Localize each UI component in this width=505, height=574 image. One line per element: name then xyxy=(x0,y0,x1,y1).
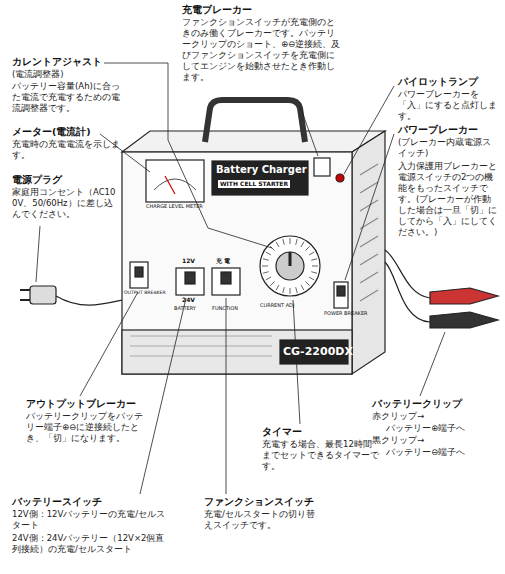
callout-heading: ファンクションスイッチ xyxy=(204,496,314,508)
power-breaker xyxy=(334,282,348,308)
callout-text: 黒クリップ→ xyxy=(372,435,424,446)
current-timer-dial xyxy=(260,236,320,296)
housing-side xyxy=(352,131,385,374)
battery-switch xyxy=(176,268,204,295)
power-cord xyxy=(56,296,122,305)
charge-breaker xyxy=(314,158,330,176)
callout-text: パワーブレーカーを「入」にすると点灯します。 xyxy=(398,89,500,122)
red-clip xyxy=(430,288,498,304)
output-breaker xyxy=(130,262,148,288)
panel-label: 24V xyxy=(182,296,195,304)
callout-heading: メーター(電流計) xyxy=(12,126,91,138)
callout-heading: タイマー xyxy=(262,426,302,438)
panel-label: CG-2200DX xyxy=(283,345,353,359)
callout-text: 12V側：12Vバッテリーの充電/セルスタート xyxy=(12,509,172,531)
callout-heading: 充電ブレーカー xyxy=(182,4,252,16)
callout-heading: カレントアジャスト xyxy=(12,56,102,68)
panel-label: WITH CELL STARTER xyxy=(218,180,290,188)
panel-label: BATTERY xyxy=(174,305,196,312)
housing-top xyxy=(122,131,385,152)
callout-text: 赤クリップ→ xyxy=(372,411,424,422)
brand-plate xyxy=(212,161,308,195)
panel-label: 12V xyxy=(182,257,195,265)
callout-text: 充電/セルスタートの切り替えスイッチです。 xyxy=(204,509,322,531)
callout-text: ファンクションスイッチが充電側のときのみ働くブレーカーです。バッテリークリップの… xyxy=(182,17,342,83)
callout-heading: バッテリークリップ xyxy=(372,398,462,410)
pilot-lamp xyxy=(336,174,344,182)
callout-text: バッテリー⊖端子へ xyxy=(386,447,465,458)
callout-text: バッテリー容量(Ah)に合った電流で充電するための電流調整器です。 xyxy=(12,81,124,114)
callout-heading: バッテリースイッチ xyxy=(12,496,102,508)
callout-text: 充電時の充電電流を示します。 xyxy=(12,139,124,161)
callout-heading: 電源プラグ xyxy=(12,174,62,186)
callout-text: 家庭用コンセント（AC100V、50/60Hz）に差し込んでください。 xyxy=(12,187,120,220)
callout-text: バッテリー⊕端子へ xyxy=(386,423,465,434)
function-switch xyxy=(212,268,240,295)
callout-text: (電流調整器) xyxy=(12,69,64,80)
callout-text: 入力保護用ブレーカーと電源スイッチの2つの機能をもったスイッチです。(ブレーカー… xyxy=(398,161,500,238)
callout-text: バッテリークリップをバッテリー端子⊕⊖に逆接続したとき、「切」になります。 xyxy=(26,411,150,444)
callout-heading: パイロットランプ xyxy=(398,76,478,88)
panel-label: CURRENT ADJ xyxy=(260,302,294,309)
callout-heading: アウトプットブレーカー xyxy=(26,398,136,410)
current-meter xyxy=(146,160,204,202)
panel-label: OUTPUT BREAKER xyxy=(124,290,166,296)
handle xyxy=(205,100,305,142)
callout-text: 充電する場合、最長12時間までセットできるタイマーです。 xyxy=(262,439,380,472)
panel-label: FUNCTION xyxy=(212,305,238,312)
black-clip xyxy=(430,312,498,328)
panel-label: Battery Charger xyxy=(216,163,307,176)
panel-label: CHARGE LEVEL METER xyxy=(146,203,203,210)
panel-label: POWER BREAKER xyxy=(324,310,368,317)
front-panel xyxy=(122,152,352,374)
panel-label: 充 電 xyxy=(216,257,230,265)
callout-text: 24V側：24Vバッテリー（12V×2個直列接続）の充電/セルスタート xyxy=(12,533,172,555)
callout-heading: パワーブレーカー xyxy=(398,124,478,136)
callout-text: (ブレーカー内蔵電源スイッチ) xyxy=(398,137,500,159)
power-plug xyxy=(30,286,56,304)
clip-cable xyxy=(385,262,430,322)
